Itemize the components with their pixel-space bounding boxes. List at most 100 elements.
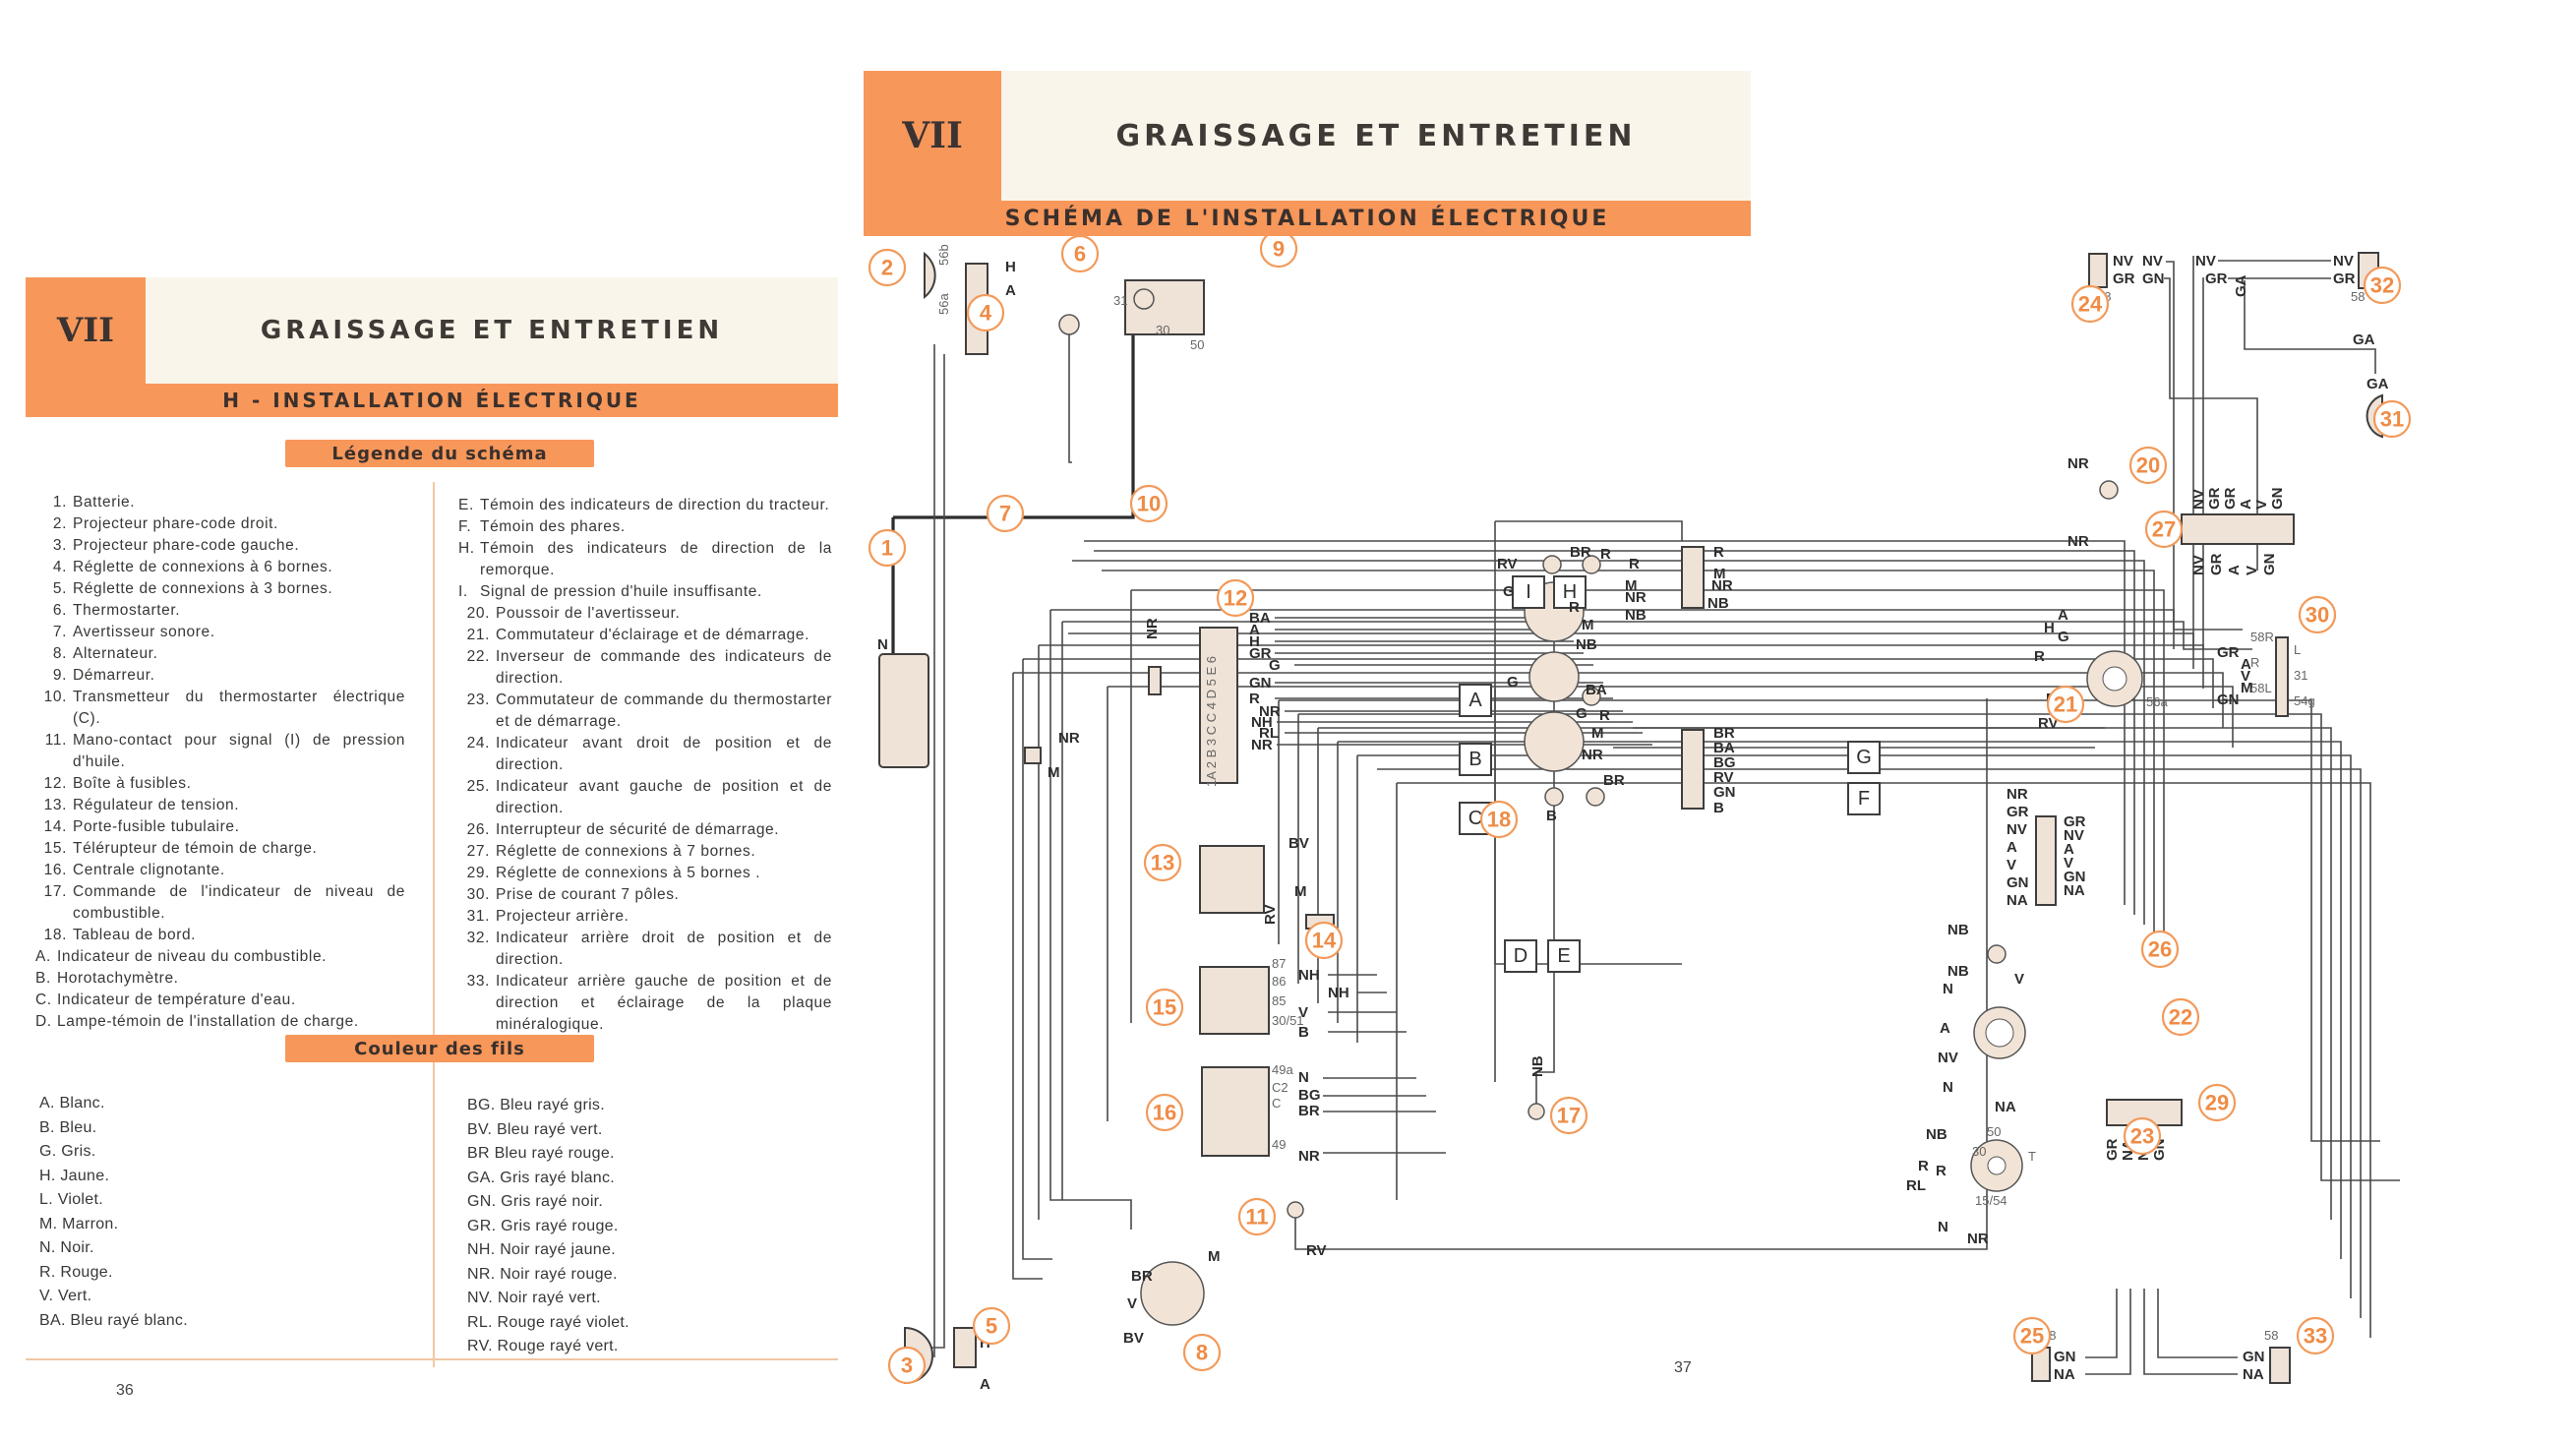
wire-label-gn: GN: [2142, 271, 2165, 287]
fuse-wire-label: NR: [1259, 703, 1281, 720]
dash-panel-g: G: [1847, 741, 1881, 774]
legend-item-key: C.: [35, 992, 52, 1008]
component-number-circle: [868, 528, 907, 568]
legend-item-key: F.: [458, 518, 472, 535]
component-number-24: 24: [2070, 284, 2110, 324]
wire-color-item: R. Rouge.: [39, 1263, 113, 1281]
voltage-regulator: BV M RV: [1199, 835, 1309, 925]
legend-item: C.Indicateur de température d'eau.: [35, 990, 405, 1011]
gauge-c: [1524, 711, 1585, 772]
wire-color-item: B. Bleu.: [39, 1118, 97, 1136]
flasher-wire-label: NR: [1298, 1148, 1320, 1165]
dash-wire-label: NR: [1582, 747, 1603, 763]
fuse-wire-label: BA: [1249, 610, 1271, 627]
legend-item: B.Horotachymètre.: [35, 968, 405, 990]
dash-wire-label: NR: [1625, 589, 1647, 606]
switch-wire-label: N: [1943, 1079, 1953, 1096]
legend-heading: Légende du schéma: [285, 440, 594, 467]
connector-wire-label: V: [2253, 500, 2270, 510]
legend-item-key: 14.: [43, 818, 67, 835]
wire-color-item: BG. Bleu rayé gris.: [467, 1097, 605, 1113]
socket-terminal: R: [2250, 655, 2259, 670]
component-number-label: 4: [980, 301, 992, 326]
wire-label-ga: GA: [2366, 376, 2389, 392]
lamp-b2: [1586, 787, 1605, 807]
component-number-circle: [2363, 266, 2402, 305]
legend-item-key: 15.: [43, 840, 67, 857]
component-number-label: 33: [2304, 1324, 2327, 1349]
legend-item: 7.Avertisseur sonore.: [35, 622, 405, 643]
component-number-label: 14: [1312, 929, 1337, 953]
wire-label-br: BR: [1131, 1268, 1153, 1285]
legend-item-text: Tableau de bord.: [73, 927, 197, 943]
component-number-5: 5: [972, 1306, 1011, 1346]
legend-list-column-2: E.Témoin des indicateurs de direction du…: [458, 495, 832, 1036]
legend-item: 13.Régulateur de tension.: [35, 795, 405, 816]
dash-wire-label: G: [1507, 674, 1519, 691]
component-number-label: 31: [2380, 407, 2404, 432]
terminal-56a: 56a: [2146, 694, 2168, 709]
component-number-circle: [2046, 685, 2085, 724]
connector-wire-label: A: [2064, 841, 2074, 858]
lamp-b1: [1544, 787, 1564, 807]
wire-label-nv: NV: [2195, 253, 2216, 270]
wire-label-rv: RV: [1262, 904, 1279, 925]
component-number-2: 2: [868, 248, 907, 287]
legend-item: 4.Réglette de connexions à 6 bornes.: [35, 557, 405, 578]
dash-wire-label: R: [1569, 599, 1580, 616]
connector-wire-label: NV: [2190, 489, 2207, 510]
battery: N: [877, 636, 929, 768]
component-number-label: 23: [2130, 1124, 2154, 1149]
legend-item-text: Indicateur arrière droit de position et …: [496, 930, 832, 968]
legend-item-key: 12.: [43, 775, 67, 792]
legend-item: 12.Boîte à fusibles.: [35, 773, 405, 795]
svg-text:G: G: [1856, 747, 1872, 768]
legend-item-key: A.: [35, 948, 51, 965]
legend-item-key: H.: [458, 540, 475, 557]
wire-label-nv: NV: [2333, 253, 2354, 270]
legend-item-text: Témoin des phares.: [480, 518, 626, 535]
legend-item: 16.Centrale clignotante.: [35, 860, 405, 881]
dash-wire-label: M: [1591, 725, 1604, 742]
connector-wire-label: GR: [2222, 487, 2239, 510]
legend-item: 3.Projecteur phare-code gauche.: [35, 535, 405, 557]
legend-item: 23.Commutateur de commande du thermostar…: [458, 690, 832, 733]
component-number-27: 27: [2144, 510, 2184, 549]
wire-color-item: NV. Noir rayé vert.: [467, 1290, 601, 1306]
terminal-56b: 56b: [936, 244, 951, 266]
wire-label-na: NA: [2243, 1366, 2264, 1383]
relay-terminal: 87: [1272, 956, 1286, 971]
fuse-wire-label: NR: [1251, 737, 1273, 753]
legend-item-key: E.: [458, 497, 474, 513]
wire-label-nb: NB: [1947, 922, 1969, 938]
wire-color-item: NR. Noir rayé rouge.: [467, 1265, 618, 1283]
component-number-circle: [2070, 284, 2110, 324]
component-number-10: 10: [1129, 484, 1168, 523]
dash-panel-e: E: [1547, 939, 1581, 973]
dash-wire-label: M: [1582, 617, 1594, 633]
terminal-58: 58: [2351, 289, 2365, 304]
fuse-wire-label: G: [1269, 657, 1281, 674]
indicator-rear-right: NV GR NV GR 58: [2192, 252, 2379, 649]
connector-wire-label: NA: [2064, 882, 2085, 899]
legend-item: F. Témoin des phares.: [458, 516, 832, 538]
legend-item: H.Témoin des indicateurs de direction de…: [458, 538, 832, 581]
connector-wire-label: A: [2007, 839, 2017, 856]
wire-color-item: M. Marron.: [39, 1215, 119, 1233]
wire-label-nr: NR: [1058, 730, 1080, 747]
gauge-b: [1528, 651, 1580, 702]
legend-item-text: Régulateur de tension.: [73, 797, 240, 813]
fuse-wire-label: R: [1249, 691, 1260, 707]
connector-wire-label: GR: [2104, 1138, 2121, 1161]
legend-item-text: Projecteur phare-code gauche.: [73, 537, 300, 554]
legend-item-key: 22.: [466, 648, 490, 665]
wire-label-nr: NR: [2067, 455, 2089, 472]
fuse-wire-label: H: [1249, 633, 1260, 650]
legend-item: 6.Thermostarter.: [35, 600, 405, 622]
legend-item-key: 18.: [43, 927, 67, 943]
component-number-label: 30: [2306, 603, 2329, 628]
component-number-label: 2: [881, 256, 893, 280]
connector-wire-label: GN: [2007, 874, 2029, 891]
component-number-circle: [1143, 843, 1182, 882]
